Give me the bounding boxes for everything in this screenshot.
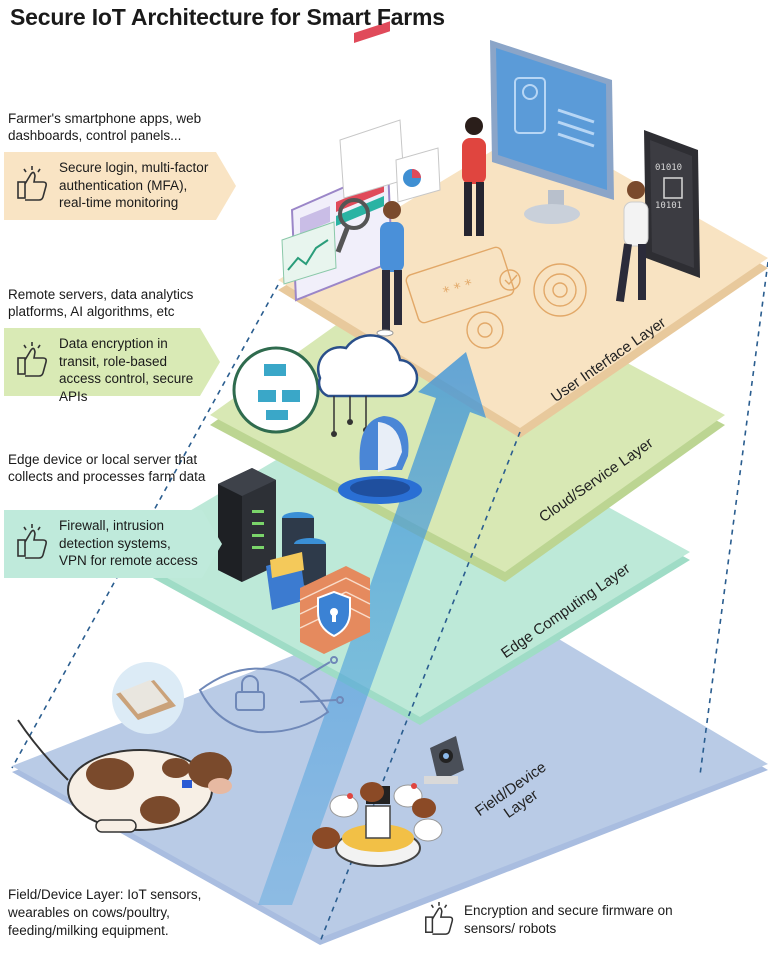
cloud-icon: [316, 334, 419, 437]
cloud-description: Remote servers, data analytics platforms…: [8, 287, 194, 319]
ui-callout: Secure login, multi-factor authenticatio…: [4, 152, 236, 220]
technician-person-icon: [615, 181, 649, 302]
thumbs-up-icon: [425, 902, 454, 935]
flowchart-icon: [232, 346, 320, 434]
upward-arrow-icon: [258, 352, 486, 905]
svg-text:10101: 10101: [655, 201, 682, 211]
edge-callout-background: [4, 510, 222, 578]
thumbs-up-icon: [17, 524, 47, 559]
monitor-icon: [490, 40, 614, 224]
cow-icon: [17, 719, 232, 833]
user-person-icon: [462, 117, 486, 236]
shield-lock-icon: [317, 590, 351, 638]
edge-callout-text: Firewall, intrusion detection systems, V…: [59, 518, 198, 568]
cloud-callout-background: [4, 328, 220, 396]
dashed-connectors: [11, 261, 768, 943]
svg-text:01010: 01010: [655, 163, 682, 173]
ui-callout-text: Secure login, multi-factor authenticatio…: [59, 160, 209, 210]
field-description: Field/Device Layer: IoT sensors, wearabl…: [8, 887, 202, 938]
server-rack-icon: [218, 468, 276, 582]
ui-callout-background: [4, 152, 236, 220]
smartphone-icon: 01010 10101: [644, 130, 700, 278]
thumbs-up-icon: [17, 342, 47, 377]
cloud-callout-text: Data encryption in transit, role-based a…: [59, 336, 194, 404]
cloud-callout: Data encryption in transit, role-based a…: [4, 328, 220, 404]
folder-icon: [266, 552, 306, 610]
sensor-tag-icon: [112, 662, 184, 734]
ui-description: Farmer's smartphone apps, web dashboards…: [8, 111, 202, 143]
ai-head-icon: [338, 416, 422, 504]
farmer-person-icon: [376, 201, 404, 337]
thumbs-up-icon: [17, 166, 47, 201]
edge-callout: Firewall, intrusion detection systems, V…: [4, 510, 222, 578]
edge-description: Edge device or local server that collect…: [8, 452, 206, 484]
circuit-lock-icon: [198, 656, 344, 734]
page-title: Secure IoT Architecture for Smart Farms: [10, 4, 445, 30]
field-callout-text: Encryption and secure firmware on sensor…: [464, 903, 673, 936]
chicken-icon: [312, 782, 443, 849]
security-sketch-icons: * * *: [405, 246, 587, 349]
dashboard-panel-icon: [281, 21, 441, 302]
camera-icon: [424, 736, 464, 784]
